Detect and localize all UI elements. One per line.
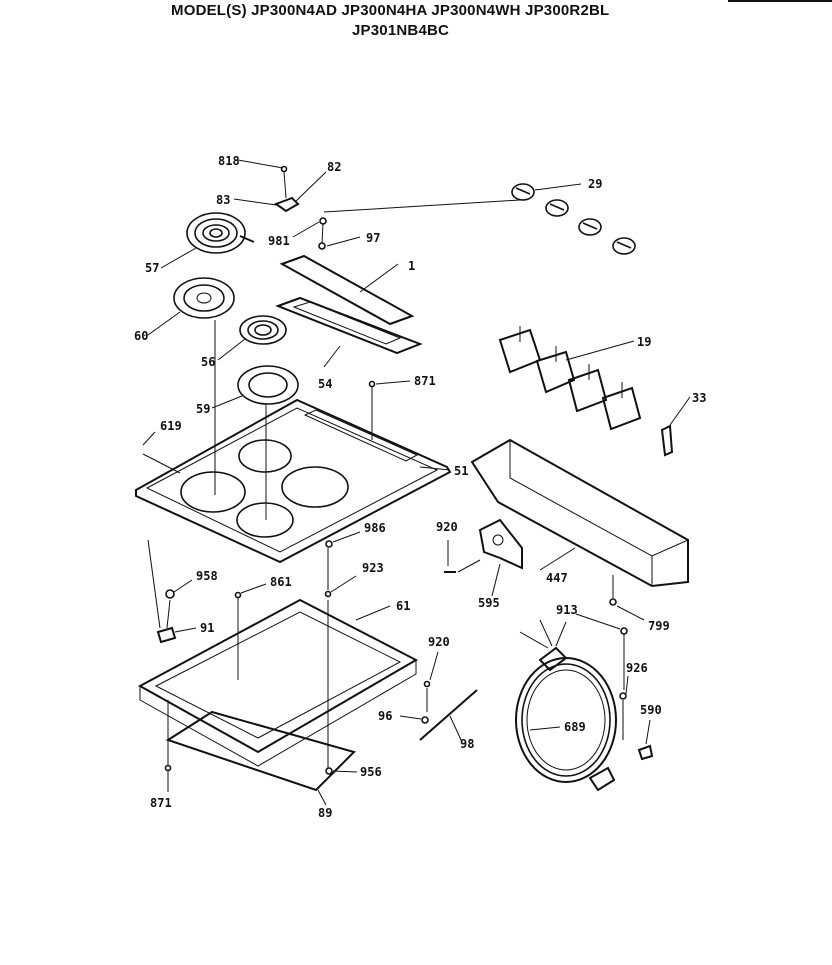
label-33: 33 [692, 391, 706, 405]
screw-920-bracket [444, 540, 481, 573]
bracket-595 [478, 518, 523, 597]
label-871-top: 871 [414, 374, 436, 388]
label-59: 59 [196, 402, 210, 416]
burner-box-61 [137, 598, 419, 767]
label-98: 98 [460, 737, 474, 751]
cooktop-51 [135, 398, 452, 564]
model-list-line-1: MODEL(S) JP300N4AD JP300N4HA JP300N4WH J… [171, 2, 610, 19]
label-923: 923 [362, 561, 384, 575]
nut-926 [619, 675, 629, 740]
screw-861 [234, 583, 267, 680]
label-83: 83 [216, 193, 230, 207]
label-61: 61 [396, 599, 410, 613]
grommet-986 [325, 531, 361, 548]
conduit-689 [515, 619, 617, 792]
label-861: 861 [270, 575, 292, 589]
label-1: 1 [408, 259, 415, 273]
grommet-958-left [165, 579, 193, 599]
spacer-96 [399, 715, 429, 724]
bottom-cover-89 [165, 710, 356, 806]
label-986: 986 [364, 521, 386, 535]
trim-ring-54 [275, 296, 423, 368]
label-57: 57 [145, 261, 159, 275]
screw-871-top [368, 380, 411, 440]
manifold-box-447 [470, 438, 689, 588]
screw-818 [237, 159, 288, 199]
knob-post-33 [660, 396, 691, 457]
label-981: 981 [268, 234, 290, 248]
screw-913 [575, 613, 628, 690]
knob-set-29 [323, 183, 636, 255]
infinite-switches-19 [498, 326, 642, 431]
clip-82-83 [233, 171, 327, 213]
label-60: 60 [134, 329, 148, 343]
label-97: 97 [366, 231, 380, 245]
label-619: 619 [160, 419, 182, 433]
bushings-981-97 [292, 217, 361, 250]
hinge-91 [147, 539, 197, 644]
label-926: 926 [626, 661, 648, 675]
label-29: 29 [588, 177, 602, 191]
drip-pan-59 [211, 320, 299, 520]
label-91: 91 [200, 621, 214, 635]
drip-pan-60 [147, 277, 235, 336]
label-590: 590 [640, 703, 662, 717]
label-956: 956 [360, 765, 382, 779]
label-447: 447 [546, 571, 568, 585]
model-list-line-2: JP301NB4BC [352, 22, 450, 39]
label-82: 82 [327, 160, 341, 174]
label-19: 19 [637, 335, 651, 349]
label-96: 96 [378, 709, 392, 723]
rod-98 [419, 689, 478, 743]
label-818: 818 [218, 154, 240, 168]
surface-unit-56 [217, 315, 287, 361]
screw-923 [324, 548, 357, 598]
label-958: 958 [196, 569, 218, 583]
label-56: 56 [201, 355, 215, 369]
label-54: 54 [318, 377, 332, 391]
label-689: 689 [564, 720, 586, 734]
screw-871-bottom [164, 700, 172, 792]
clamp-590 [637, 719, 654, 761]
screw-799 [609, 575, 645, 621]
label-89: 89 [318, 806, 332, 820]
surface-unit-57 [160, 212, 255, 269]
label-920-bracket: 920 [436, 520, 458, 534]
label-799: 799 [648, 619, 670, 633]
corner-rule [728, 0, 832, 2]
label-595: 595 [478, 596, 500, 610]
label-920-lower: 920 [428, 635, 450, 649]
grommet-956 [325, 600, 358, 775]
label-913: 913 [556, 603, 578, 617]
control-panel-1 [279, 254, 415, 326]
label-871-bottom: 871 [150, 796, 172, 810]
label-51: 51 [454, 464, 468, 478]
screw-920-lower [423, 651, 439, 712]
